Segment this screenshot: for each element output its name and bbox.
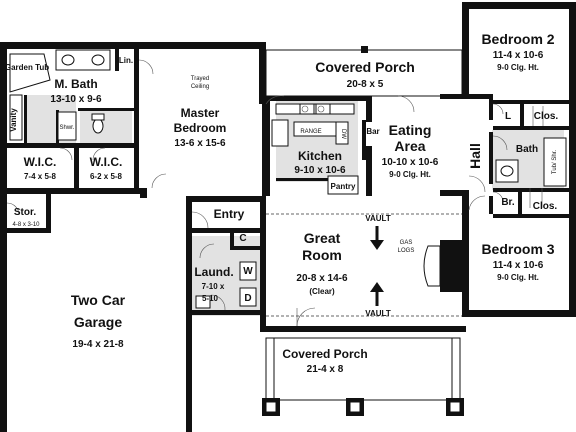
interior-walls: [7, 42, 569, 315]
eating-area-ceiling: 9-0 Clg. Ht.: [389, 170, 431, 179]
great-room-name-2: Room: [302, 247, 342, 263]
storage-size: 4-8 x 3-10: [12, 222, 40, 228]
covered-porch-top: [265, 49, 463, 97]
master-bedroom-name-1: Master: [181, 106, 220, 120]
closet-b3-label: Clos.: [533, 201, 558, 212]
hall-bath-label: Bath: [516, 144, 538, 155]
storage-name: Stor.: [14, 207, 36, 218]
trayed-ceiling-label-1: Trayed: [191, 76, 209, 82]
master-bedroom-name-2: Bedroom: [174, 121, 227, 135]
covered-porch-top-name: Covered Porch: [315, 59, 415, 75]
garden-tub-label: Garden Tub: [5, 63, 49, 72]
bedroom3-name: Bedroom 3: [481, 241, 554, 257]
fireplace: [423, 240, 462, 292]
wic2-name: W.I.C.: [90, 155, 123, 169]
great-room-size: 20-8 x 14-6: [296, 273, 348, 284]
laundry-size-1: 7-10 x: [202, 282, 225, 291]
bedroom3-size: 11-4 x 10-6: [493, 260, 544, 271]
covered-porch-top-size: 20-8 x 5: [347, 79, 384, 90]
vanity-label: Vanity: [9, 108, 18, 132]
eating-area-name-2: Area: [394, 138, 425, 154]
m-bath-size: 13-10 x 9-6: [50, 94, 102, 105]
kitchen-size: 9-10 x 10-6: [294, 165, 346, 176]
vault-bottom-label: VAULT: [365, 309, 391, 318]
tub-shower-label: Tub/ Shr.: [552, 150, 558, 174]
bedroom2-size: 11-4 x 10-6: [493, 50, 544, 61]
pantry-label: Pantry: [331, 182, 356, 191]
vault-top-label: VAULT: [365, 214, 391, 223]
covered-porch-bottom-size: 21-4 x 8: [307, 364, 344, 375]
m-bath-name: M. Bath: [54, 77, 97, 91]
bedroom2-ceiling: 9-0 Clg. Ht.: [497, 63, 539, 72]
master-bath-fixtures: [9, 49, 111, 141]
garage-name-1: Two Car: [71, 292, 126, 308]
great-room-name-1: Great: [304, 230, 341, 246]
range-label: RANGE: [300, 129, 321, 135]
gas-logs-label-1: GAS: [400, 240, 413, 246]
trayed-ceiling-label-2: Ceiling: [191, 84, 209, 90]
wic1-size: 7-4 x 5-8: [24, 172, 57, 181]
coat-closet-label: C: [239, 233, 246, 244]
garage-name-2: Garage: [74, 314, 122, 330]
great-room-clear: (Clear): [309, 287, 335, 296]
linen-label: Lin.: [119, 56, 133, 65]
door-swings: [6, 59, 544, 327]
garage-size: 19-4 x 21-8: [72, 339, 124, 350]
dryer-label: D: [244, 293, 251, 304]
bedroom2-name: Bedroom 2: [481, 31, 554, 47]
washer-label: W: [243, 266, 253, 277]
kitchen-fixtures: [271, 103, 359, 195]
bar-label: Bar: [366, 127, 379, 136]
covered-porch-bottom-name: Covered Porch: [282, 347, 367, 361]
master-bedroom-size: 13-6 x 15-6: [174, 138, 226, 149]
laundry-size-2: 5-10: [202, 294, 219, 303]
wic2-size: 6-2 x 5-8: [90, 172, 123, 181]
entry-label: Entry: [214, 207, 245, 221]
linen-l-label: L: [505, 111, 511, 122]
eating-area-size: 10-10 x 10-6: [382, 157, 439, 168]
broom-closet-label: Br.: [501, 197, 515, 208]
laundry-name: Laund.: [194, 265, 233, 279]
gas-logs-label-2: LOGS: [398, 248, 415, 254]
vault-arrows: [370, 226, 384, 306]
kitchen-name: Kitchen: [298, 149, 342, 163]
dw-label: DW: [340, 129, 346, 139]
bedroom3-ceiling: 9-0 Clg. Ht.: [497, 273, 539, 282]
eating-area-name-1: Eating: [389, 122, 432, 138]
master-bath-floor-2: [80, 108, 132, 143]
closet-b2-label: Clos.: [534, 111, 559, 122]
wic1-name: W.I.C.: [24, 155, 57, 169]
shower-label: Shwr.: [59, 125, 74, 131]
covered-porch-bottom: [262, 337, 464, 416]
hall-label: Hall: [467, 143, 483, 169]
hall-bath-fixtures: [495, 137, 567, 187]
laundry-fixtures: [195, 261, 257, 309]
